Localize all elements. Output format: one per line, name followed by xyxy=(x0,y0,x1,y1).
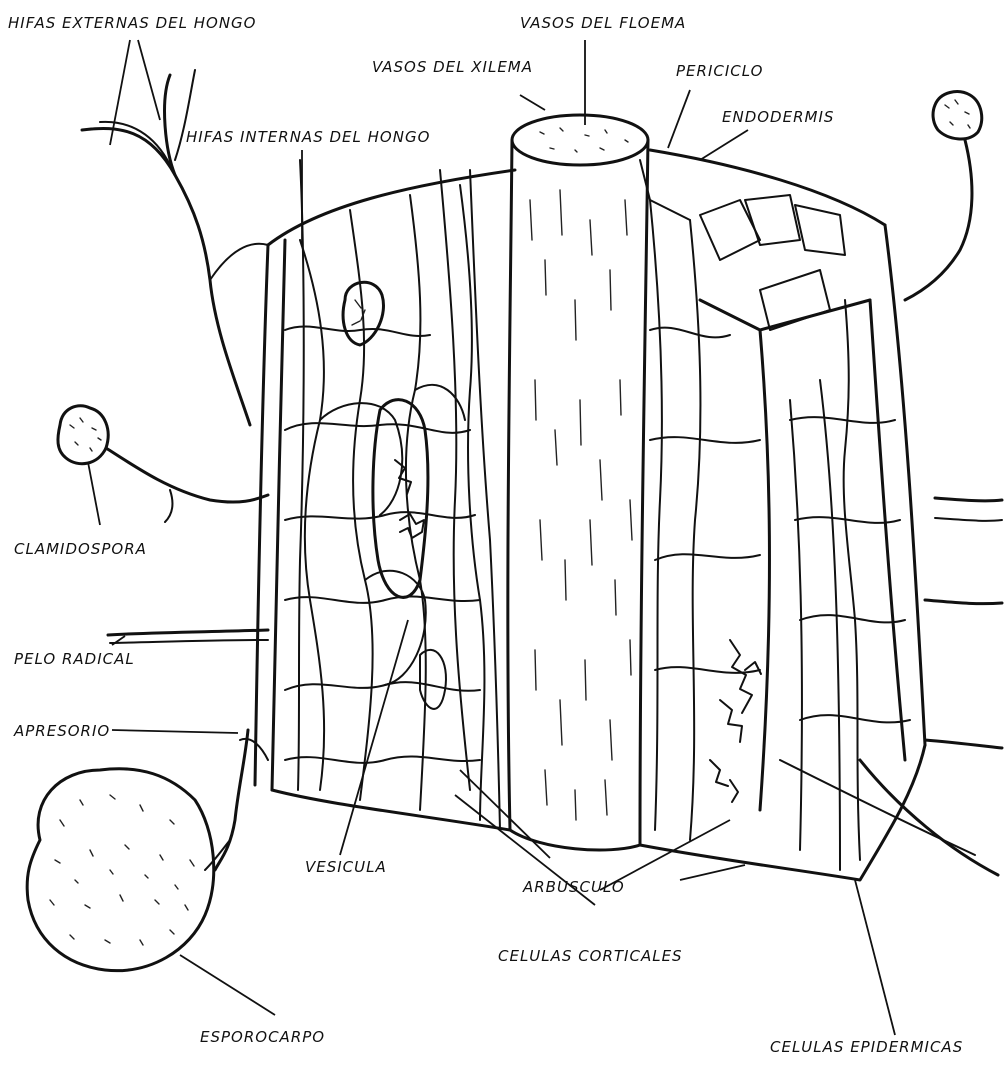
label-hifas-externas: HIFAS EXTERNAS DEL HONGO xyxy=(8,14,256,32)
cortical-cells-right xyxy=(640,160,910,860)
vesicle-cell xyxy=(373,400,446,709)
external-hyphae xyxy=(82,70,268,425)
label-endodermis: ENDODERMIS xyxy=(722,108,834,126)
label-vasos-floema: VASOS DEL FLOEMA xyxy=(520,14,686,32)
arbuscule xyxy=(710,640,761,802)
label-apresorio: APRESORIO xyxy=(14,722,110,740)
root-cortex-block xyxy=(255,150,925,880)
label-celulas-corticales: CELULAS CORTICALES xyxy=(498,947,683,965)
label-esporocarpo: ESPOROCARPO xyxy=(200,1028,325,1046)
xylem-cylinder xyxy=(508,115,648,850)
root-hair-left xyxy=(108,630,268,643)
label-clamidospora: CLAMIDOSPORA xyxy=(14,540,147,558)
label-arbusculo: ARBUSCULO xyxy=(523,878,625,896)
label-vasos-xilema: VASOS DEL XILEMA xyxy=(372,58,533,76)
label-periciclo: PERICICLO xyxy=(676,62,763,80)
chlamydospore xyxy=(58,406,268,522)
label-hifas-internas: HIFAS INTERNAS DEL HONGO xyxy=(186,128,430,146)
leader-lines xyxy=(88,40,895,1035)
label-celulas-epidermicas: CELULAS EPIDERMICAS xyxy=(770,1038,963,1056)
label-pelo-radical: PELO RADICAL xyxy=(14,650,135,668)
label-vesicula: VESICULA xyxy=(305,858,387,876)
sporocarp xyxy=(27,769,230,971)
